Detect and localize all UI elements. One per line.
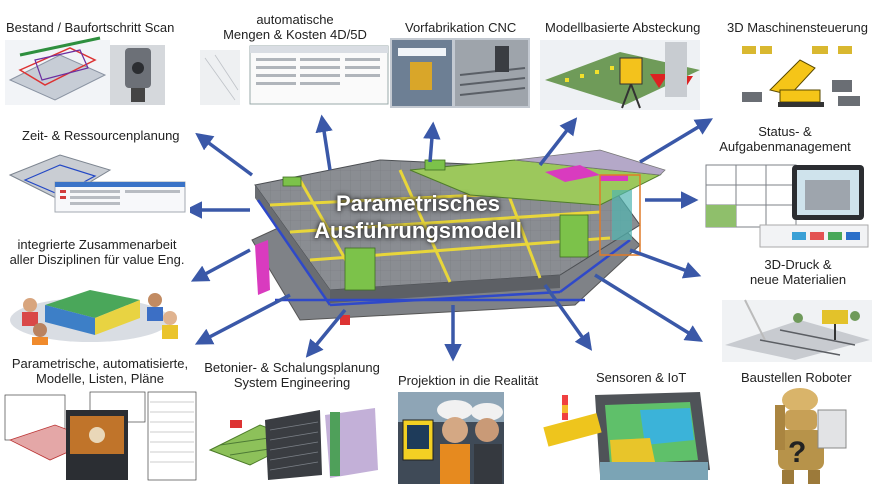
arrow-sensoren — [543, 283, 593, 351]
thumb-betonier — [205, 405, 380, 483]
arrow-absteckung — [538, 117, 578, 167]
label-parametrisch: Parametrische, automatisierte, Modelle, … — [11, 356, 189, 386]
arrow-druck — [629, 248, 702, 279]
arrow-scan — [195, 132, 254, 177]
thumb-sensoren — [540, 385, 710, 480]
thumb-zusammenarbeit — [10, 270, 185, 345]
label-maschinen: 3D Maschinensteuerung — [727, 20, 868, 35]
connector-arrows — [184, 114, 714, 362]
label-sensoren: Sensoren & IoT — [596, 370, 687, 385]
thumb-status — [702, 155, 869, 248]
label-betonier: Betonier- & Schalungsplanung System Engi… — [204, 360, 380, 390]
label-druck: 3D-Druck & neue Materialien — [749, 257, 847, 287]
arrow-roboter — [594, 273, 703, 342]
thumb-cnc — [390, 38, 530, 108]
model-accents — [255, 165, 628, 325]
thumb-druck — [722, 299, 872, 362]
label-zusammenarbeit: integrierte Zusammenarbeit aller Diszipl… — [9, 237, 185, 267]
model-cores — [282, 159, 589, 291]
thumb-absteckung — [540, 40, 700, 110]
label-absteckung: Modellbasierte Absteckung — [545, 20, 701, 35]
label-roboter: Baustellen Roboter — [741, 370, 852, 385]
label-zeit: Zeit- & Ressourcenplanung — [22, 128, 180, 143]
thumb-kosten — [200, 45, 389, 105]
arrow-betonier — [305, 308, 347, 358]
arrow-zusammenarbeit — [190, 248, 251, 282]
arrow-maschinen — [639, 118, 714, 164]
center-title: Parametrisches Ausführungsmodell — [314, 191, 522, 243]
thumb-roboter: ? — [755, 385, 850, 485]
model-frames — [256, 199, 631, 307]
thumb-parametrisch — [2, 391, 200, 484]
label-status: Status- & Aufgabenmanagement — [719, 124, 851, 154]
label-cnc: Vorfabrikation CNC — [405, 20, 517, 35]
central-building-model — [251, 149, 666, 325]
model-side-frame — [599, 174, 641, 256]
label-kosten: automatische Mengen & Kosten 4D/5D — [223, 12, 367, 42]
roboter-question-mark: ? — [788, 436, 806, 469]
thumb-scan — [5, 36, 165, 105]
thumb-zeit — [5, 148, 190, 220]
label-projektion: Projektion in die Realität — [398, 373, 539, 388]
thumb-maschinen — [735, 40, 865, 112]
arrow-parametrisch — [194, 293, 291, 345]
arrow-cnc — [423, 121, 441, 163]
label-scan: Bestand / Baufortschritt Scan — [6, 20, 175, 35]
thumb-projektion — [398, 392, 504, 484]
arrow-kosten — [315, 114, 333, 171]
